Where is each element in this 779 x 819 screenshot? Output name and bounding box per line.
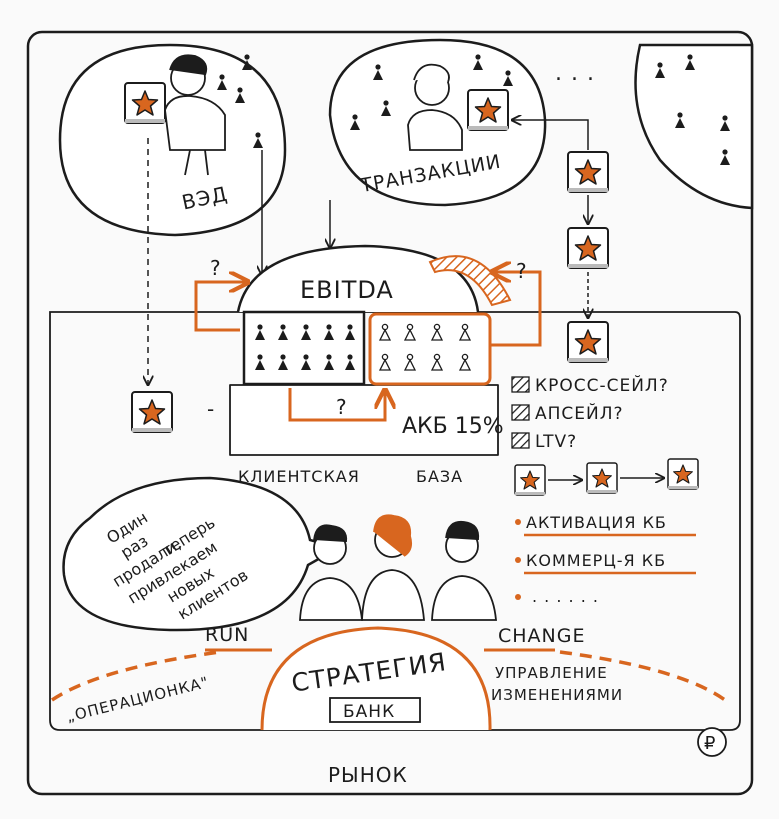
team-people-icon	[299, 514, 497, 621]
action-item: . . . . . .	[532, 587, 599, 606]
question-mark: ?	[210, 256, 221, 280]
market-label: РЫНОК	[328, 763, 408, 787]
ebitda-dome: EBITDA	[236, 244, 512, 313]
ruble-sign: ₽	[704, 733, 715, 754]
client-base-label: БАЗА	[416, 467, 463, 486]
question-mark: ?	[336, 395, 347, 419]
star-product-icon	[467, 89, 509, 131]
client-base: ? АКБ 15% КЛИЕНТСКАЯ БАЗА	[229, 310, 504, 486]
strategy-dome: СТРАТЕГИЯ БАНК	[260, 626, 492, 731]
segment-transactions: ТРАНЗАКЦИИ	[328, 38, 547, 207]
speech-bubble: Один раз продали, теперь привлекаем новы…	[62, 476, 342, 632]
legend: КРОСС-СЕЙЛ? АПСЕЙЛ? LTV?	[511, 374, 669, 452]
person-ved-icon	[164, 54, 226, 176]
segment-other	[634, 43, 754, 210]
star-product-icon	[667, 458, 699, 490]
change-management-label: ИЗМЕНЕНИЯМИ	[491, 686, 623, 704]
feedback-loop-right	[490, 272, 542, 347]
change-management-label: УПРАВЛЕНИЕ	[495, 664, 608, 682]
star-product-icon	[514, 464, 546, 496]
action-item: КОММЕРЦ-Я КБ	[526, 551, 666, 570]
star-product-icon	[586, 462, 618, 494]
star-product-icon	[131, 391, 173, 433]
client-base-label: КЛИЕНТСКАЯ	[238, 467, 360, 486]
hatched-square-icon	[511, 404, 530, 421]
minus-sign: -	[207, 397, 214, 421]
change-dashed-curve	[559, 650, 727, 702]
legend-item: LTV?	[535, 432, 577, 452]
action-list: АКТИВАЦИЯ КБ КОММЕРЦ-Я КБ . . . . . .	[515, 513, 696, 606]
run-label: RUN	[205, 624, 249, 646]
star-product-icon	[124, 82, 166, 124]
bank-label: БАНК	[343, 702, 395, 722]
legend-item: КРОСС-СЕЙЛ?	[535, 374, 669, 396]
run-dashed-curve	[51, 650, 221, 702]
activation-arrow	[288, 388, 385, 422]
star-product-icon	[567, 227, 609, 269]
question-mark: ?	[516, 259, 527, 283]
change-label: CHANGE	[498, 625, 586, 647]
star-product-icon	[567, 151, 609, 193]
ebitda-label: EBITDA	[300, 276, 394, 304]
person-transactions-icon	[407, 63, 463, 151]
feedback-loop-left	[194, 282, 248, 332]
hatched-square-icon	[511, 376, 530, 393]
more-segments-ellipsis: . . .	[555, 61, 595, 86]
legend-item: АПСЕЙЛ?	[535, 402, 624, 424]
akb-label: АКБ 15%	[402, 414, 504, 439]
ruble-coin-icon	[697, 727, 727, 757]
segment-ved: ВЭД	[58, 43, 287, 237]
star-product-icon	[567, 321, 609, 363]
action-item: АКТИВАЦИЯ КБ	[526, 513, 667, 532]
hatched-square-icon	[511, 432, 530, 449]
connector-arrow	[512, 120, 589, 150]
